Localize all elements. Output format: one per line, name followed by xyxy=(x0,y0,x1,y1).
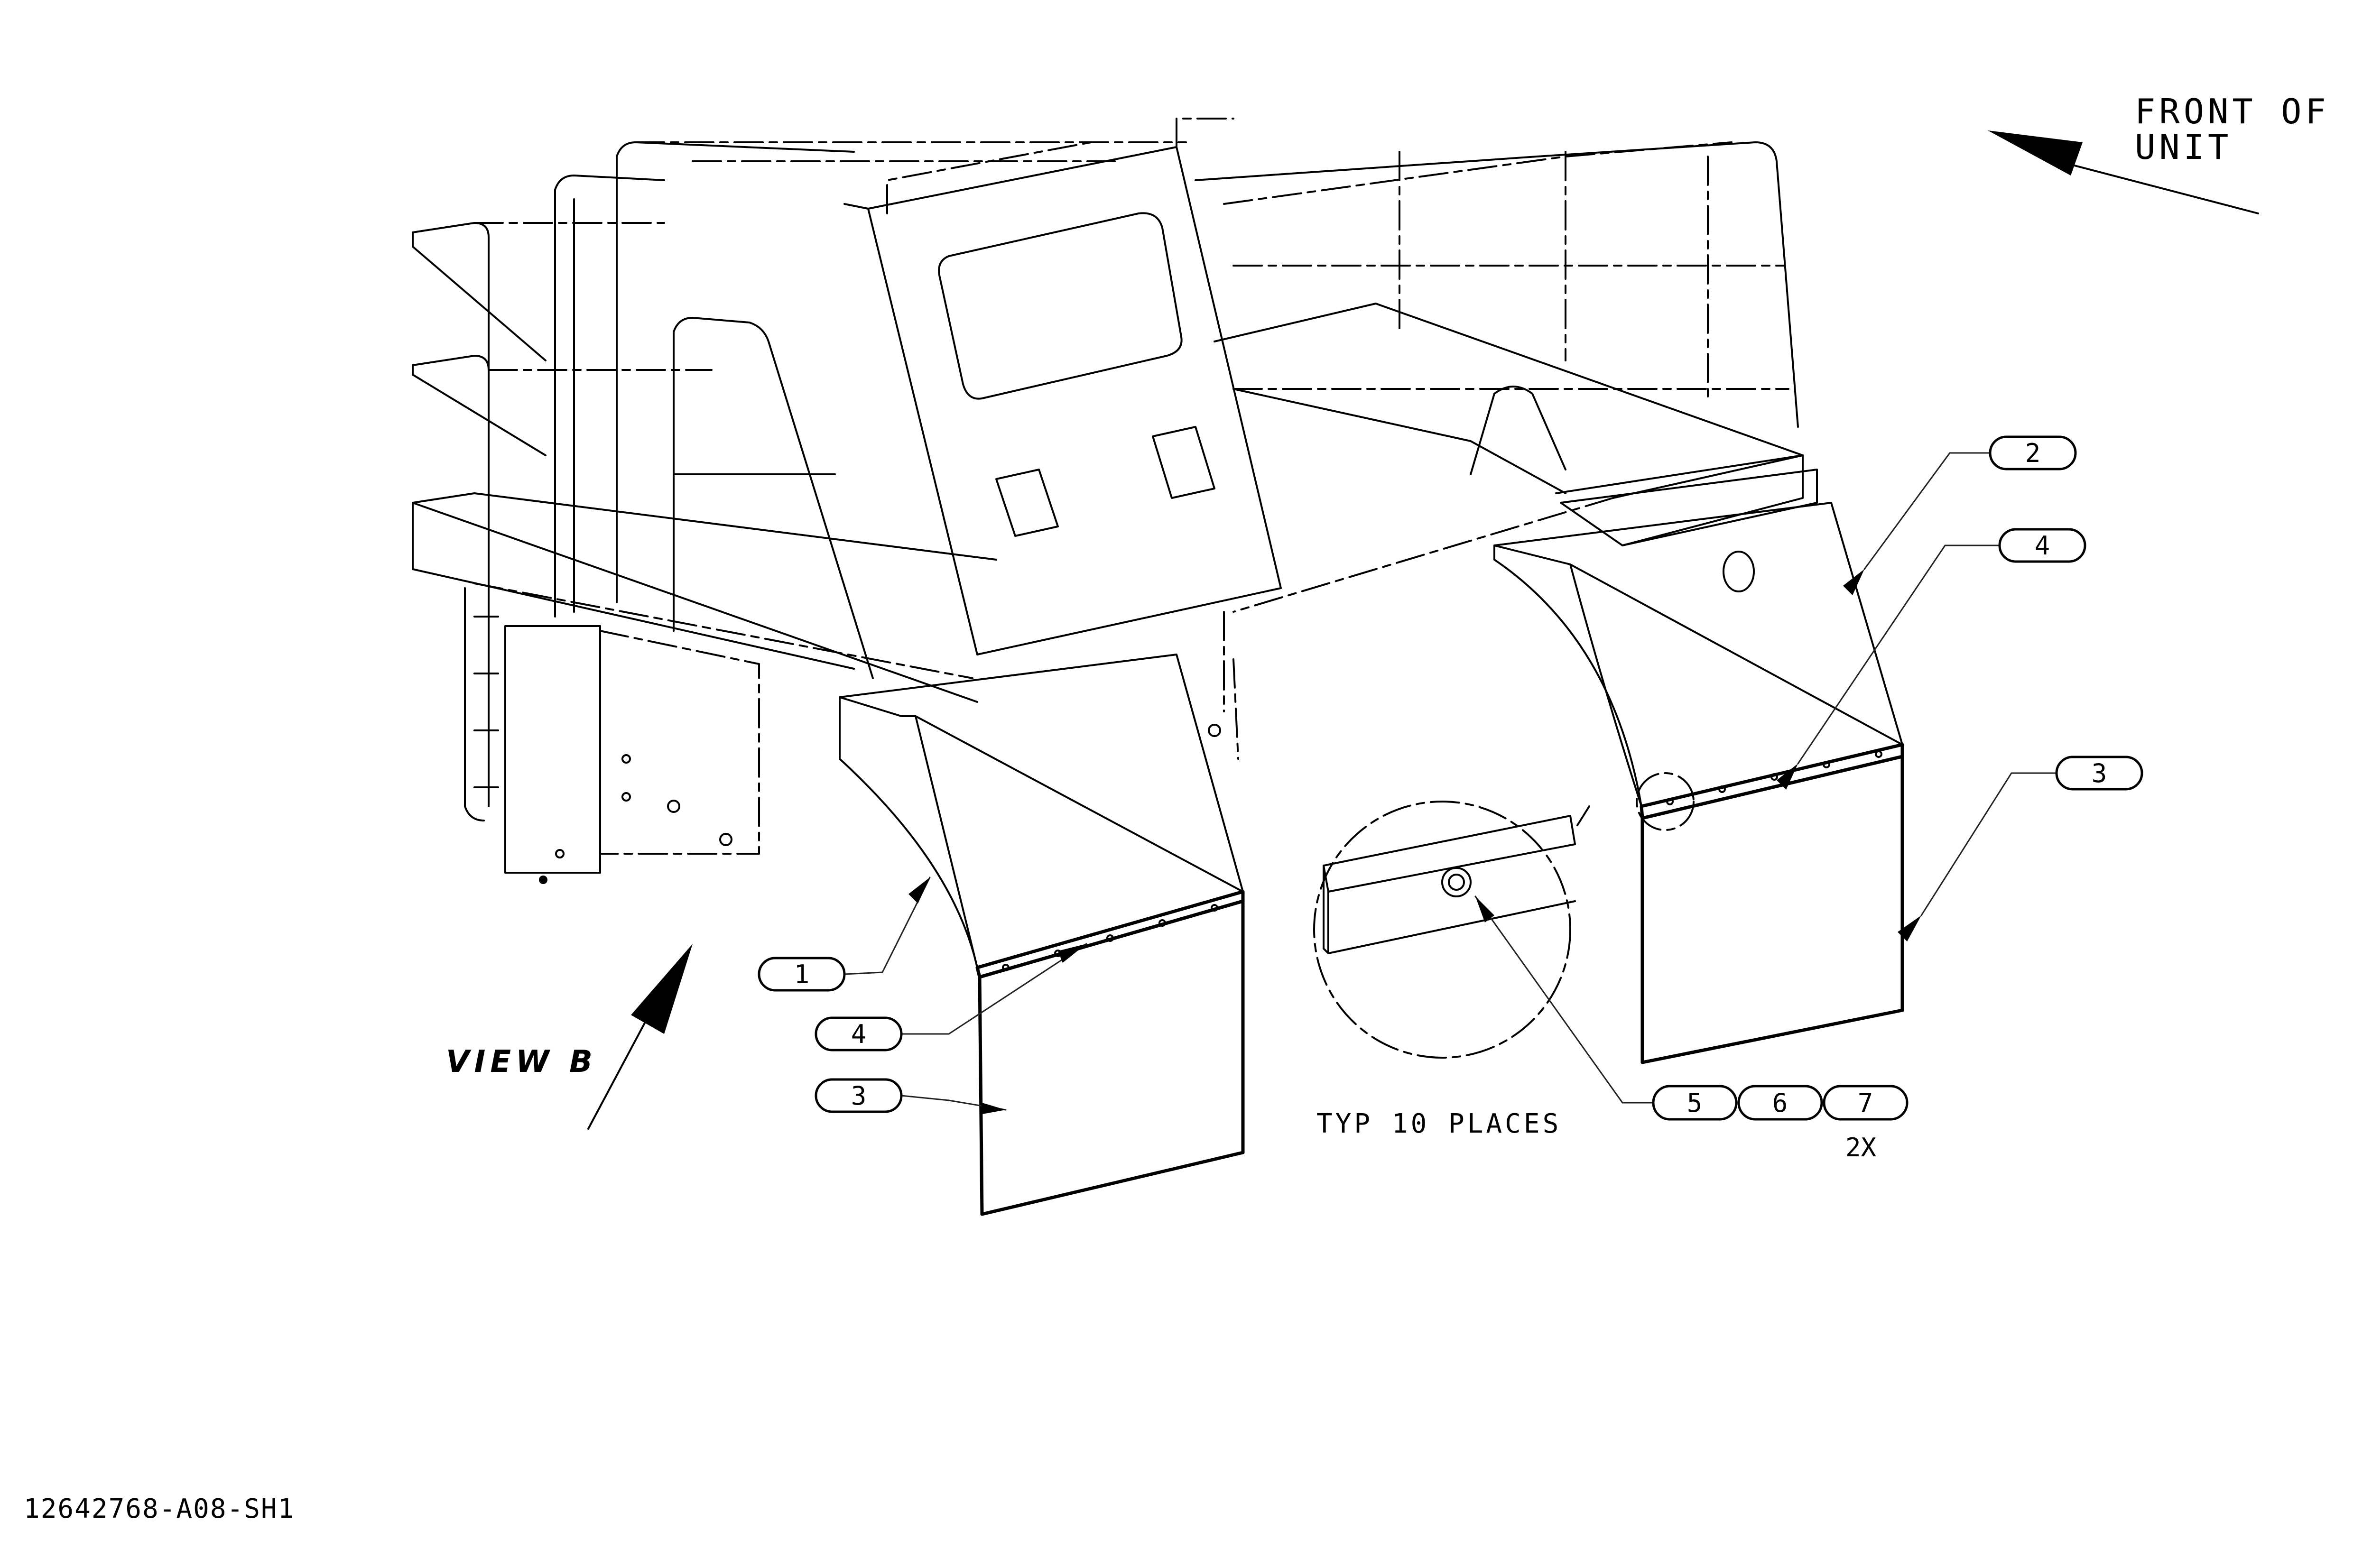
drawing-number: 12642768-A08-SH1 xyxy=(24,1494,295,1524)
balloon-4-left: 4 xyxy=(815,1016,903,1051)
balloon-5: 5 xyxy=(1652,1085,1738,1121)
view-b-indicator: VIEW B xyxy=(446,944,693,1130)
balloon-1: 1 xyxy=(758,957,846,992)
right-fender-assembly xyxy=(1493,469,1904,1064)
balloon-7: 7 xyxy=(1823,1085,1909,1121)
view-b-label: VIEW B xyxy=(446,1044,597,1079)
left-fender-assembly xyxy=(839,654,1245,1216)
balloon-5-label: 5 xyxy=(1687,1088,1703,1118)
right-flap-bolts xyxy=(1666,750,1882,805)
machine-frame xyxy=(412,118,1804,884)
balloon-1-label: 1 xyxy=(794,959,810,989)
quantity-note: 2X xyxy=(1845,1133,1877,1162)
balloon-2: 2 xyxy=(1989,435,2077,470)
front-label-line1: FRONT OF xyxy=(2135,92,2330,131)
front-label-line2: UNIT xyxy=(2135,127,2232,167)
balloon-7-label: 7 xyxy=(1858,1088,1873,1118)
balloon-6: 6 xyxy=(1737,1085,1823,1121)
balloon-4-left-label: 4 xyxy=(851,1019,867,1049)
balloon-3-left-label: 3 xyxy=(851,1081,867,1111)
leader-lines xyxy=(843,452,2057,1115)
balloon-6-label: 6 xyxy=(1772,1088,1788,1118)
balloon-4-right-label: 4 xyxy=(2035,531,2050,561)
left-flap-bolts xyxy=(1002,904,1218,971)
balloon-2-label: 2 xyxy=(2025,438,2041,468)
balloon-4-right: 4 xyxy=(1998,528,2086,563)
balloon-3-right-label: 3 xyxy=(2092,758,2107,788)
typ-places-note: TYP 10 PLACES xyxy=(1316,1108,1561,1139)
balloon-3-left: 3 xyxy=(815,1078,903,1113)
balloon-3-right: 3 xyxy=(2055,756,2143,791)
detail-view-circle xyxy=(1313,801,1590,1059)
front-of-unit-indicator: FRONT OF UNIT xyxy=(1988,92,2330,214)
